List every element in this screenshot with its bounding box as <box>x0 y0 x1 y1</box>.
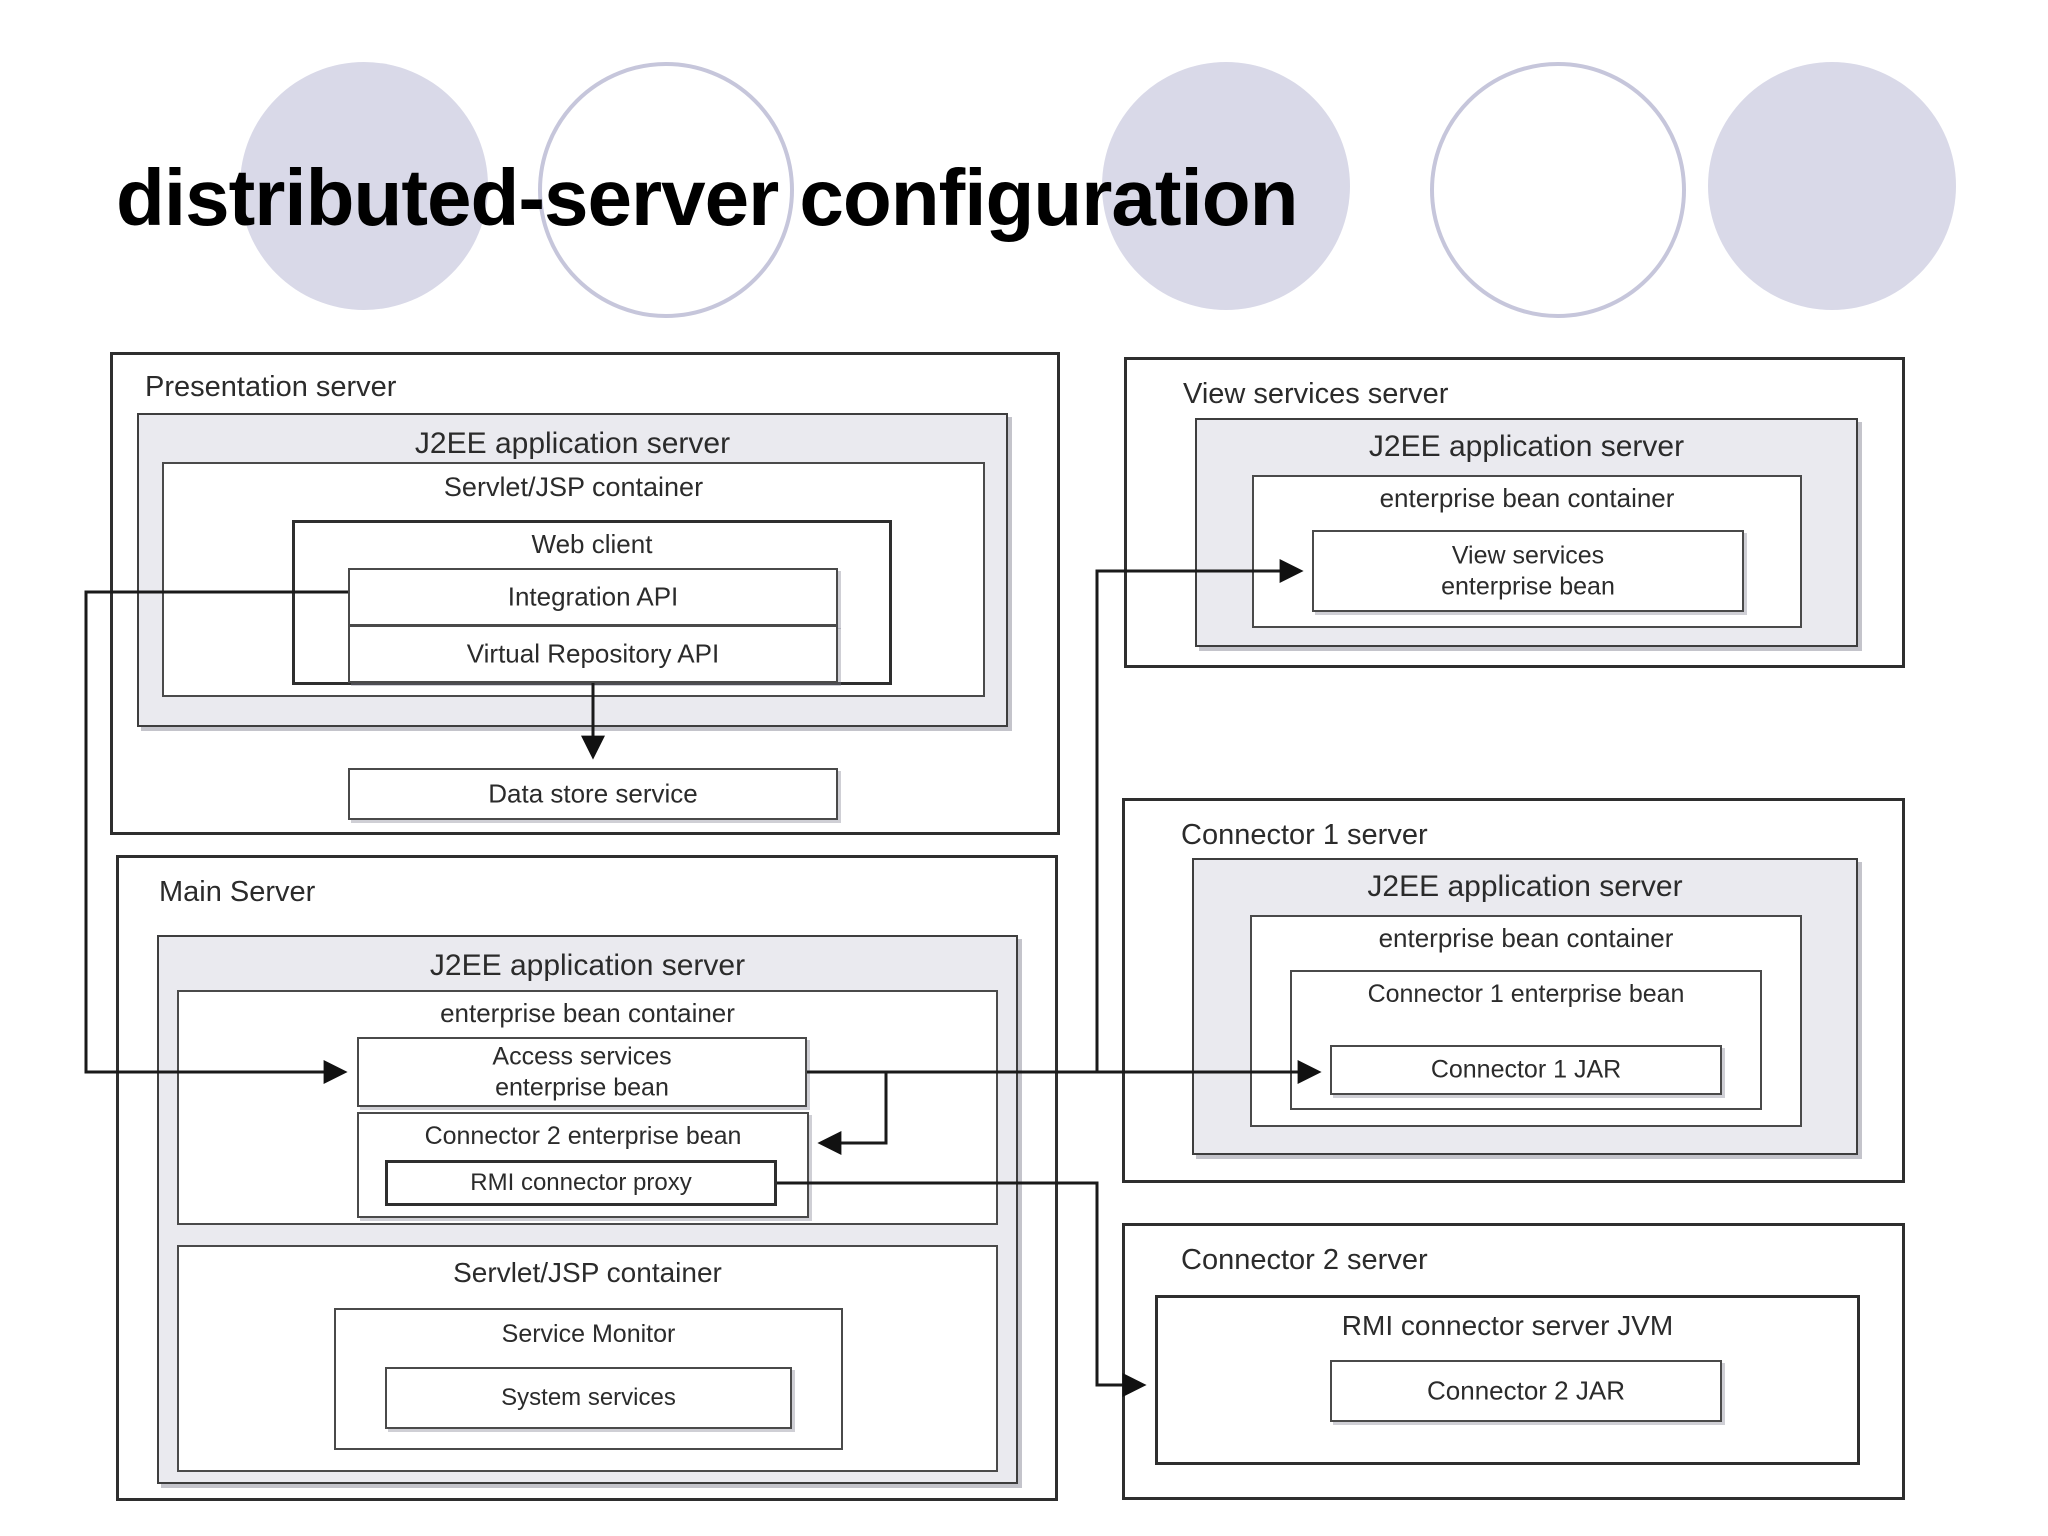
rmi-connector-proxy-box: RMI connector proxy <box>385 1160 777 1206</box>
connector1-server-label: Connector 1 server <box>1181 819 1428 851</box>
integration-api-label: Integration API <box>507 581 679 612</box>
decorative-circle <box>1102 62 1350 310</box>
access-services-bean-line2: enterprise bean <box>495 1073 669 1101</box>
connector1-bean-label: Connector 1 enterprise bean <box>1367 980 1685 1008</box>
view-services-server-label: View services server <box>1183 378 1449 410</box>
web-client-label: Web client <box>531 529 653 559</box>
system-services-label: System services <box>501 1384 676 1411</box>
slide-title: distributed-server configuration <box>116 153 1298 242</box>
decorative-circle <box>1708 62 1956 310</box>
connector1-jar-box: Connector 1 JAR <box>1330 1045 1722 1095</box>
service-monitor-label: Service Monitor <box>501 1320 676 1348</box>
connector2-jar-box: Connector 2 JAR <box>1330 1360 1722 1422</box>
connector1-jar-label: Connector 1 JAR <box>1430 1055 1622 1084</box>
view-services-bean-line1: View services <box>1451 541 1605 570</box>
connector2-jar-label: Connector 2 JAR <box>1427 1375 1625 1406</box>
rmi-connector-jvm-label: RMI connector server JVM <box>1341 1310 1674 1341</box>
virtual-repository-api-label: Virtual Repository API <box>466 638 720 669</box>
access-services-bean-line1: Access services <box>492 1042 672 1071</box>
presentation-server-label: Presentation server <box>145 371 397 403</box>
access-services-bean-box: Access services enterprise bean <box>357 1037 807 1107</box>
presentation-j2ee-label: J2EE application server <box>414 427 731 460</box>
presentation-servlet-label: Servlet/JSP container <box>443 472 704 502</box>
decorative-circle <box>538 62 794 318</box>
connector2-server-label: Connector 2 server <box>1181 1244 1428 1276</box>
view-j2ee-label: J2EE application server <box>1368 430 1685 463</box>
main-ebc-label: enterprise bean container <box>440 998 735 1028</box>
data-store-service-label: Data store service <box>488 778 698 809</box>
data-store-service-box: Data store service <box>348 768 838 820</box>
main-server-label: Main Server <box>159 876 316 908</box>
virtual-repository-api-box: Virtual Repository API <box>348 625 838 683</box>
connector1-j2ee-label: J2EE application server <box>1367 870 1683 903</box>
decorative-circle <box>240 62 488 310</box>
connector1-ebc-label: enterprise bean container <box>1378 923 1674 953</box>
system-services-box: System services <box>385 1367 792 1429</box>
rmi-connector-proxy-label: RMI connector proxy <box>470 1169 692 1196</box>
view-ebc-label: enterprise bean container <box>1379 483 1675 513</box>
decorative-circle <box>1430 62 1686 318</box>
view-services-bean-line2: enterprise bean <box>1441 572 1615 600</box>
integration-api-box: Integration API <box>348 568 838 626</box>
main-servlet-label: Servlet/JSP container <box>453 1257 722 1288</box>
view-services-bean-box: View services enterprise bean <box>1312 530 1744 612</box>
main-j2ee-label: J2EE application server <box>429 949 746 982</box>
connector2-bean-label: Connector 2 enterprise bean <box>424 1122 742 1150</box>
